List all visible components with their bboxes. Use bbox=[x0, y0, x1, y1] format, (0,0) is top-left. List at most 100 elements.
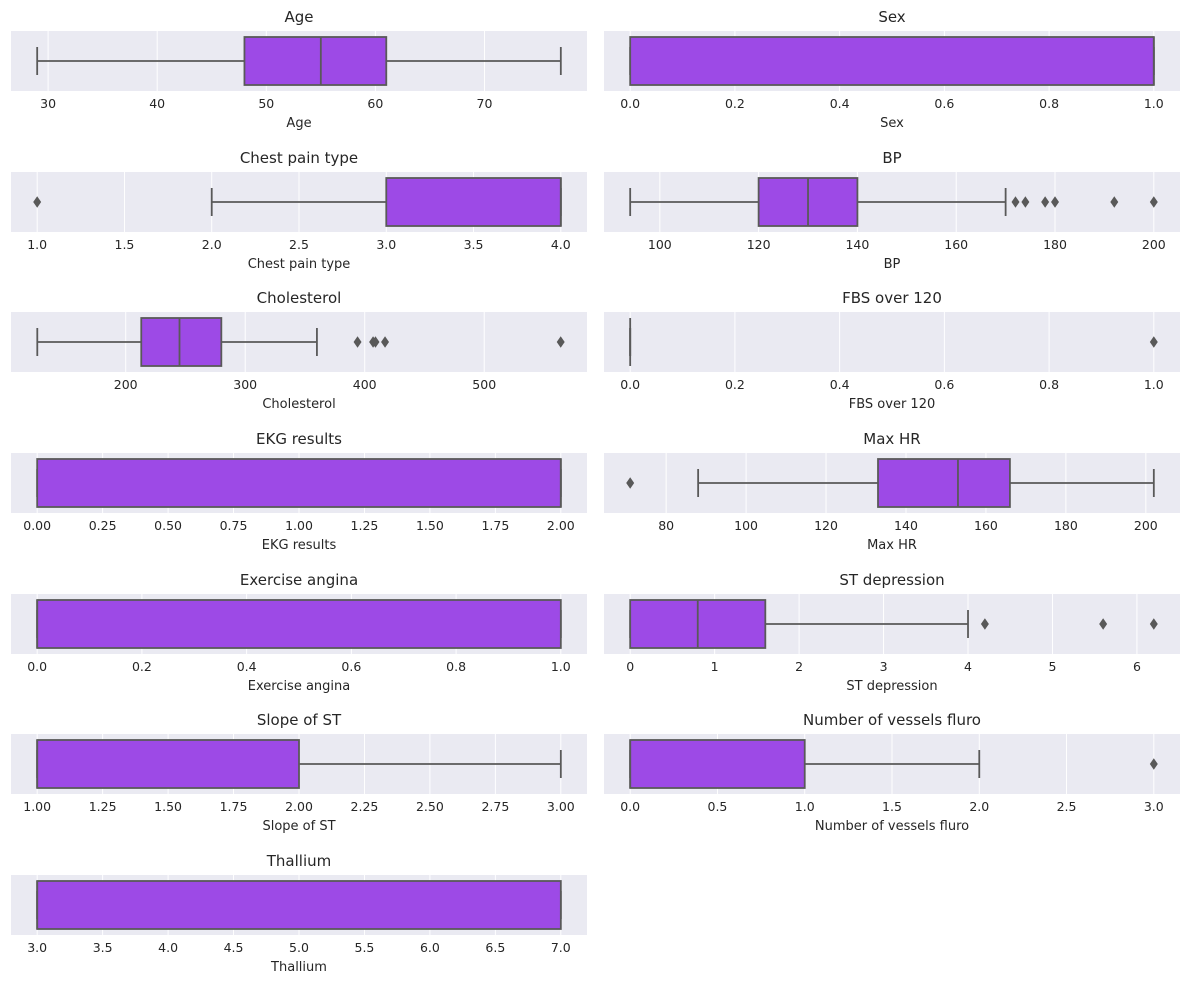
x-tick-label: 140 bbox=[894, 518, 918, 533]
x-axis-label: BP bbox=[884, 257, 901, 272]
x-tick-label: 0.6 bbox=[934, 377, 954, 392]
x-tick-label: 0.0 bbox=[27, 659, 47, 674]
x-tick-label: 0.2 bbox=[132, 659, 152, 674]
outlier-point bbox=[1021, 196, 1030, 208]
x-tick-label: 0.0 bbox=[620, 96, 640, 111]
x-tick-label: 2.00 bbox=[547, 518, 575, 533]
x-tick-label: 3.0 bbox=[1144, 799, 1164, 814]
x-tick-label: 0.2 bbox=[725, 96, 745, 111]
outlier-point bbox=[980, 618, 989, 630]
subplot-title: Chest pain type bbox=[240, 149, 358, 167]
x-tick-label: 50 bbox=[258, 96, 274, 111]
outlier-point bbox=[381, 336, 390, 348]
x-tick-label: 0.75 bbox=[220, 518, 248, 533]
x-tick-label: 60 bbox=[367, 96, 383, 111]
x-tick-label: 1.25 bbox=[89, 799, 117, 814]
x-tick-label: 0.2 bbox=[725, 377, 745, 392]
subplot-title: Sex bbox=[878, 8, 905, 26]
subplot-title: FBS over 120 bbox=[842, 289, 942, 307]
x-tick-label: 2.75 bbox=[481, 799, 509, 814]
outlier-point bbox=[1011, 196, 1020, 208]
x-axis-label: Exercise angina bbox=[248, 679, 351, 694]
outlier-point bbox=[353, 336, 362, 348]
x-tick-label: 2.25 bbox=[351, 799, 379, 814]
x-tick-label: 100 bbox=[734, 518, 758, 533]
x-tick-label: 1.0 bbox=[1144, 377, 1164, 392]
x-tick-label: 5 bbox=[1048, 659, 1056, 674]
iqr-box bbox=[36, 880, 562, 930]
subplot-title: BP bbox=[882, 149, 901, 167]
x-tick-label: 1.50 bbox=[416, 518, 444, 533]
x-tick-label: 0.0 bbox=[620, 799, 640, 814]
outlier-point bbox=[1149, 618, 1158, 630]
x-tick-label: 2.00 bbox=[285, 799, 313, 814]
x-tick-label: 400 bbox=[353, 377, 377, 392]
subplot-slope-of-st: Slope of ST 1.00 1.25 1.50 1.75 2.00 2.25 2.50 2… bbox=[11, 711, 587, 834]
x-tick-label: 180 bbox=[1043, 237, 1067, 252]
x-tick-label: 2.0 bbox=[202, 237, 222, 252]
x-tick-label: 40 bbox=[149, 96, 165, 111]
x-tick-label: 140 bbox=[845, 237, 869, 252]
subplot-title: Slope of ST bbox=[257, 711, 342, 729]
x-tick-label: 300 bbox=[233, 377, 257, 392]
subplot-title: Max HR bbox=[863, 430, 920, 448]
iqr-box bbox=[36, 458, 562, 508]
x-tick-label: 2.5 bbox=[1057, 799, 1077, 814]
x-tick-label: 3.0 bbox=[376, 237, 396, 252]
x-tick-label: 0.4 bbox=[830, 96, 850, 111]
subplot-title: ST depression bbox=[839, 571, 944, 589]
x-tick-label: 1.75 bbox=[220, 799, 248, 814]
x-tick-label: 100 bbox=[648, 237, 672, 252]
x-tick-label: 7.0 bbox=[551, 940, 571, 955]
x-tick-label: 0.8 bbox=[1039, 377, 1059, 392]
outlier-point bbox=[1099, 618, 1108, 630]
x-tick-label: 2.0 bbox=[969, 799, 989, 814]
x-tick-label: 3 bbox=[880, 659, 888, 674]
subplot-title: Cholesterol bbox=[257, 289, 342, 307]
x-tick-label: 3.5 bbox=[93, 940, 113, 955]
x-tick-label: 4.0 bbox=[551, 237, 571, 252]
iqr-box bbox=[36, 599, 562, 649]
x-axis-label: EKG results bbox=[262, 538, 337, 553]
x-tick-label: 6.0 bbox=[420, 940, 440, 955]
iqr-box bbox=[877, 458, 1011, 508]
subplot-title: Age bbox=[284, 8, 313, 26]
x-tick-label: 70 bbox=[477, 96, 493, 111]
x-tick-label: 1 bbox=[711, 659, 719, 674]
x-tick-label: 1.50 bbox=[154, 799, 182, 814]
iqr-box bbox=[385, 177, 562, 227]
x-tick-label: 3.00 bbox=[547, 799, 575, 814]
x-tick-label: 2 bbox=[795, 659, 803, 674]
x-tick-label: 5.0 bbox=[289, 940, 309, 955]
x-tick-label: 2.50 bbox=[416, 799, 444, 814]
outlier-point bbox=[1149, 336, 1158, 348]
x-tick-label: 160 bbox=[944, 237, 968, 252]
x-tick-label: 0.4 bbox=[237, 659, 257, 674]
outlier-point bbox=[1149, 196, 1158, 208]
x-tick-label: 0 bbox=[626, 659, 634, 674]
x-axis-label: Thallium bbox=[270, 960, 327, 975]
x-axis-label: FBS over 120 bbox=[849, 397, 936, 412]
x-tick-label: 200 bbox=[1142, 237, 1166, 252]
x-tick-label: 0.6 bbox=[934, 96, 954, 111]
iqr-box bbox=[629, 36, 1155, 86]
subplot-title: Number of vessels fluro bbox=[803, 711, 981, 729]
x-tick-label: 3.5 bbox=[464, 237, 484, 252]
x-tick-label: 1.00 bbox=[23, 799, 51, 814]
x-axis-label: ST depression bbox=[846, 679, 937, 694]
x-tick-label: 30 bbox=[40, 96, 56, 111]
x-tick-label: 80 bbox=[658, 518, 674, 533]
iqr-box bbox=[243, 36, 388, 86]
x-tick-label: 1.0 bbox=[551, 659, 571, 674]
outlier-point bbox=[626, 477, 635, 489]
x-tick-label: 0.5 bbox=[708, 799, 728, 814]
x-tick-label: 4.0 bbox=[158, 940, 178, 955]
